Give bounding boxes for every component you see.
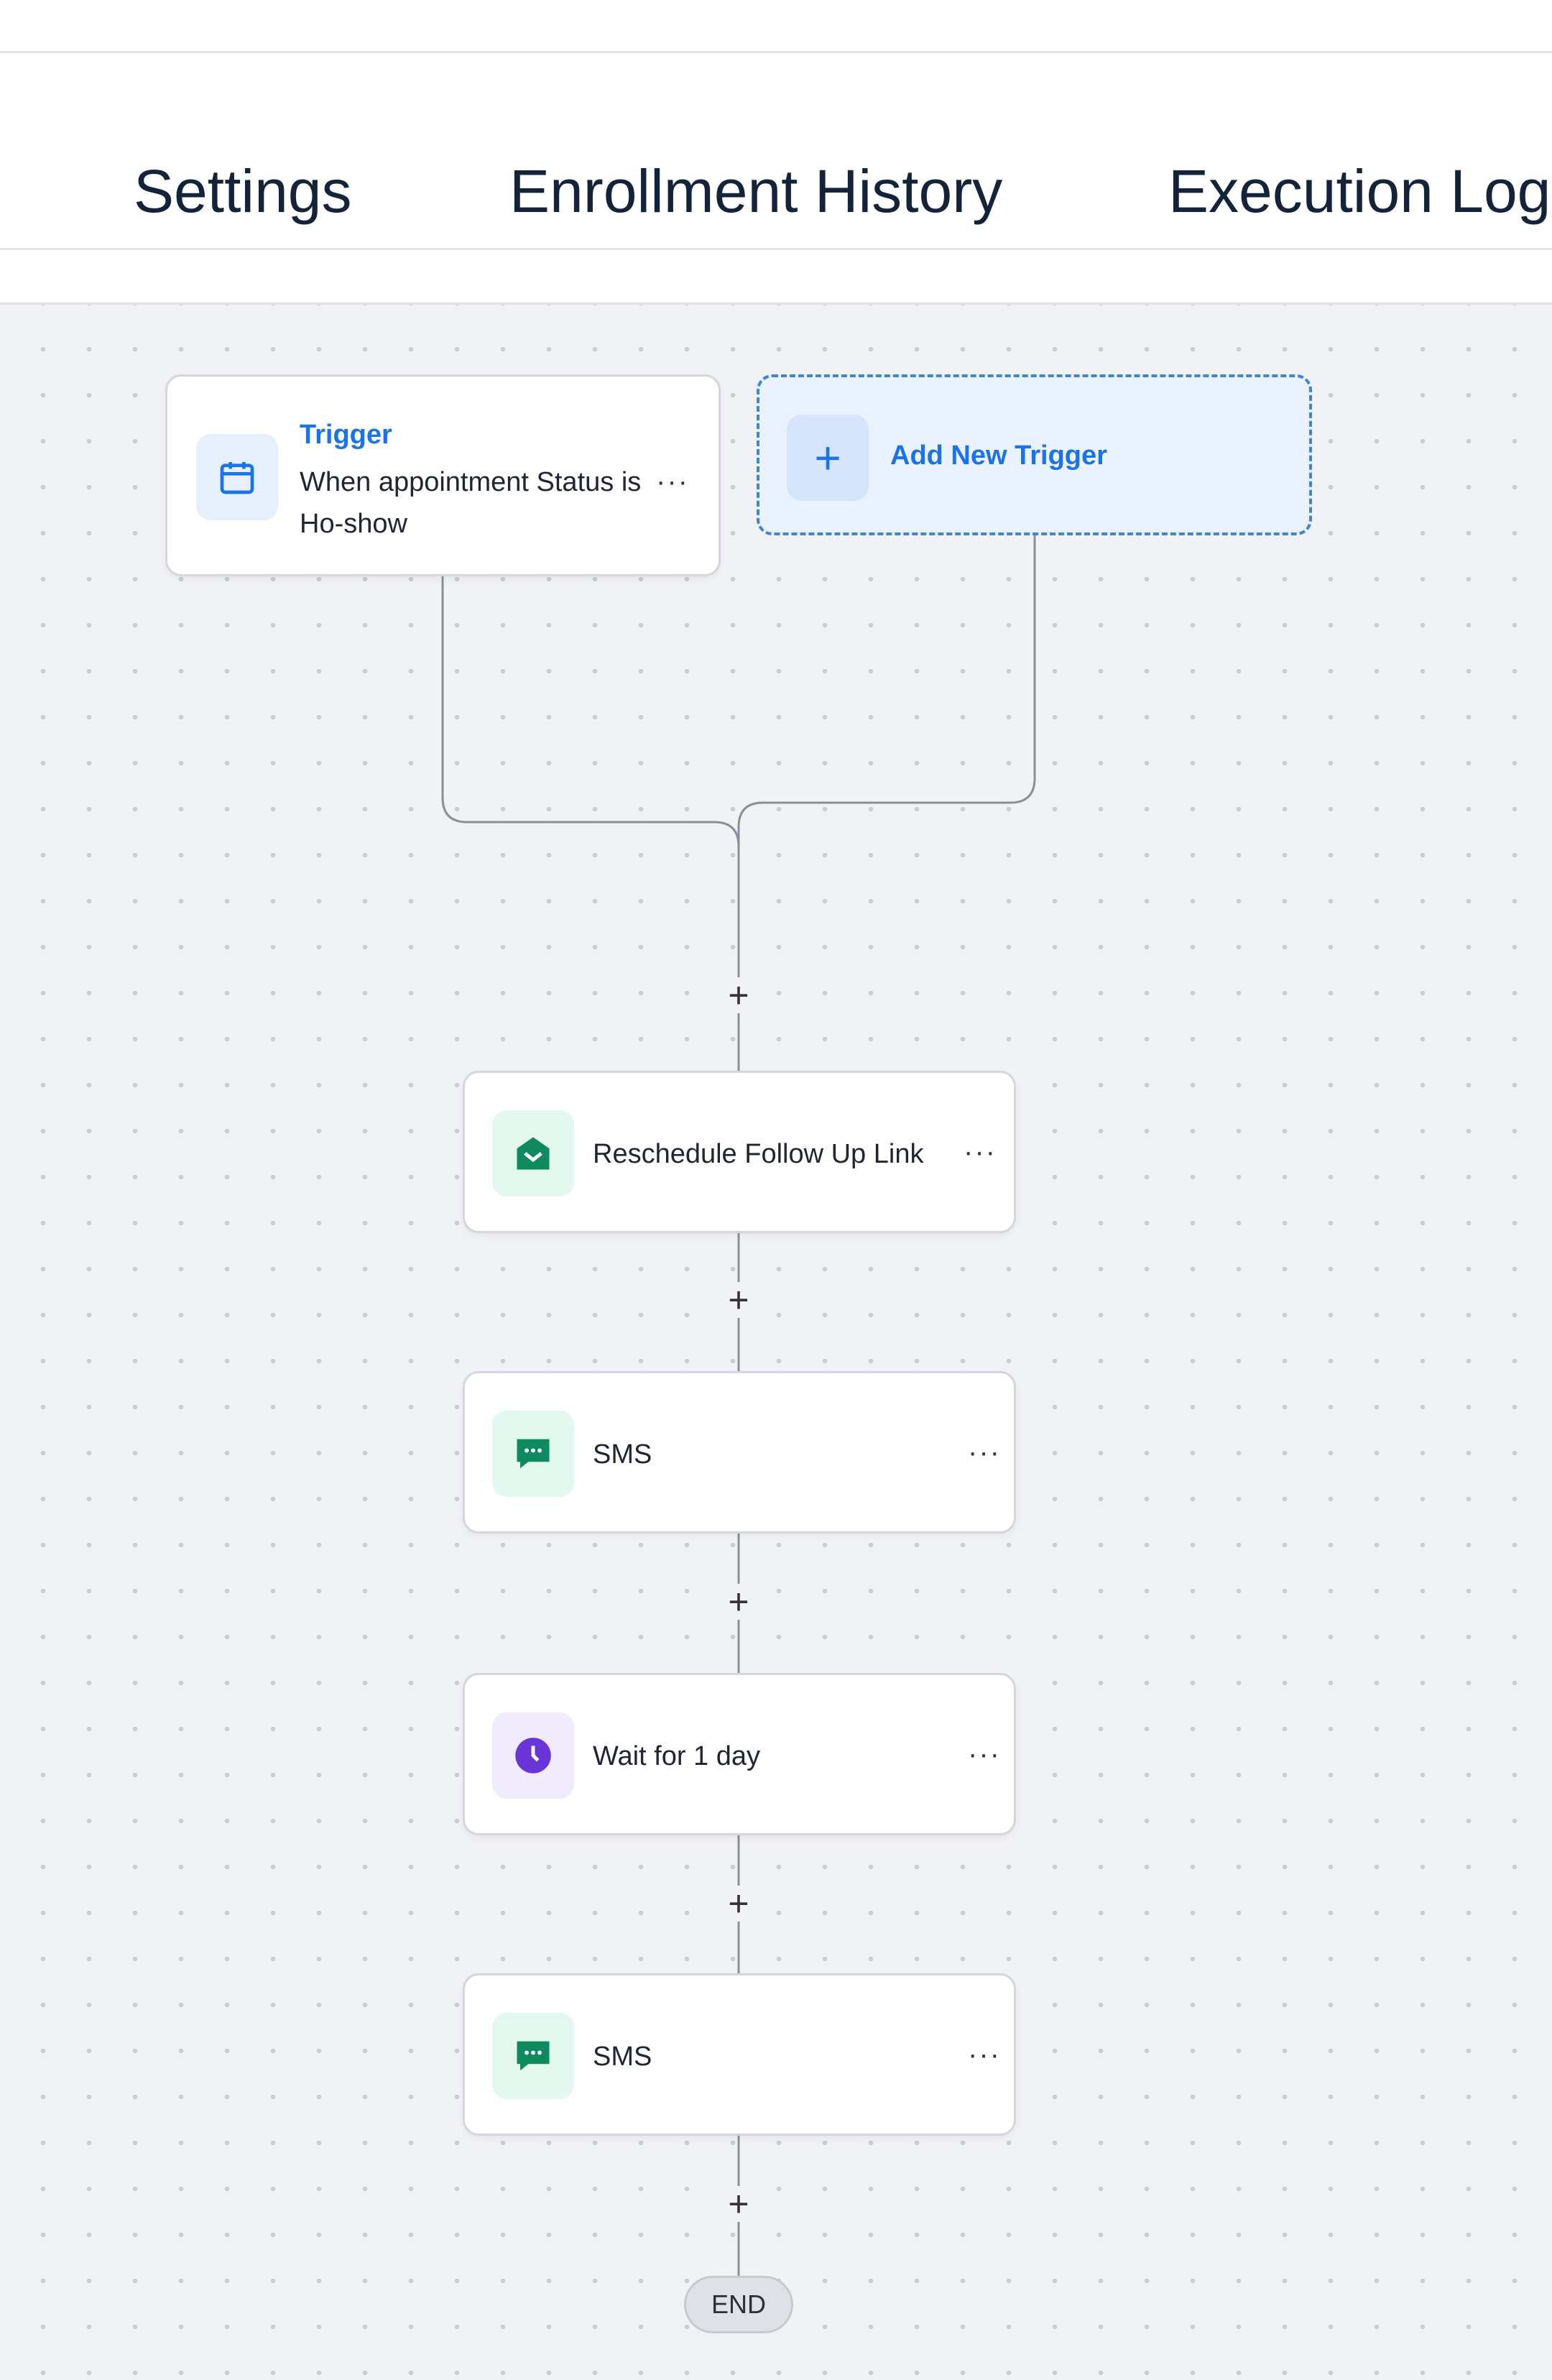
add-step-button[interactable]: +: [721, 2186, 757, 2222]
add-new-trigger-button[interactable]: + Add New Trigger: [757, 374, 1312, 535]
more-options-icon[interactable]: ···: [968, 1436, 1001, 1468]
add-step-button[interactable]: +: [721, 1886, 757, 1922]
calendar-icon: [196, 434, 278, 520]
add-new-trigger-label: Add New Trigger: [890, 441, 1107, 471]
add-step-button[interactable]: +: [721, 977, 757, 1013]
add-step-button[interactable]: +: [721, 1584, 757, 1620]
workflow-canvas[interactable]: [0, 305, 1552, 2380]
plus-icon: +: [787, 415, 869, 501]
step-label: SMS: [593, 2042, 652, 2072]
tab-enrollment-history[interactable]: Enrollment History: [509, 157, 1003, 225]
email-icon: [492, 1110, 574, 1196]
step-card-wait[interactable]: Wait for 1 day ···: [463, 1673, 1016, 1835]
add-step-button[interactable]: +: [721, 1282, 757, 1318]
trigger-title: Trigger: [300, 420, 392, 450]
step-card-sms[interactable]: SMS ···: [463, 1973, 1016, 2136]
tab-bar: Settings Enrollment History Execution Lo…: [0, 53, 1552, 250]
trigger-card[interactable]: Trigger When appointment Status is Ho-sh…: [165, 374, 721, 576]
top-bar: [0, 0, 1552, 53]
end-node: END: [684, 2276, 793, 2333]
clock-icon: [492, 1712, 574, 1799]
step-card-sms[interactable]: SMS ···: [463, 1371, 1016, 1533]
tab-settings[interactable]: Settings: [134, 157, 352, 225]
sms-icon: [492, 1411, 574, 1497]
step-label: Reschedule Follow Up Link: [593, 1139, 924, 1169]
step-label: Wait for 1 day: [593, 1741, 761, 1771]
sms-icon: [492, 2013, 574, 2099]
trigger-description: When appointment Status is Ho-show: [300, 467, 642, 539]
more-options-icon[interactable]: ···: [656, 466, 689, 497]
more-options-icon[interactable]: ···: [964, 1136, 997, 1168]
step-label: SMS: [593, 1439, 652, 1470]
more-options-icon[interactable]: ···: [968, 2039, 1001, 2070]
toolbar-band: [0, 250, 1552, 305]
more-options-icon[interactable]: ···: [968, 1738, 1001, 1770]
step-card-email[interactable]: Reschedule Follow Up Link ···: [463, 1071, 1016, 1233]
tab-execution-log[interactable]: Execution Log: [1168, 157, 1551, 225]
